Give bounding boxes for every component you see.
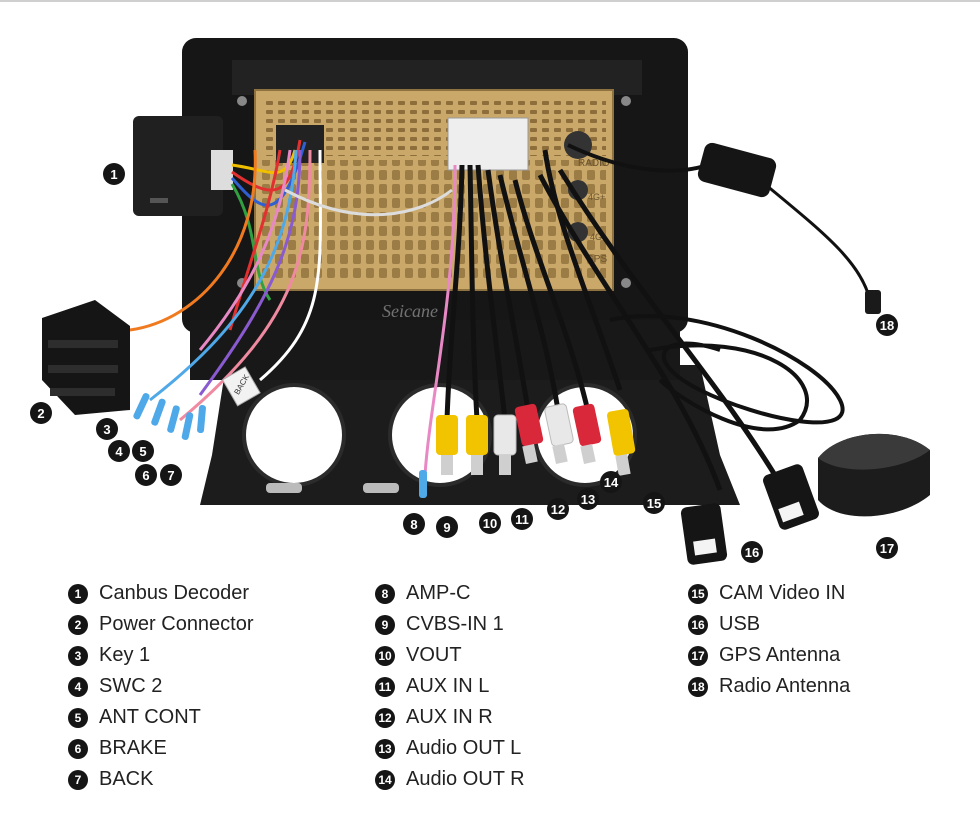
brand-watermark: Seicane (382, 301, 438, 321)
legend-num: 8 (375, 583, 395, 604)
callout-8: 8 (403, 513, 425, 535)
legend-num: 1 (68, 583, 88, 604)
legend-item: 11 AUX IN L (375, 671, 525, 702)
legend-num: 10 (375, 645, 395, 666)
legend-num: 17 (688, 645, 708, 666)
label-4g: 4G (590, 232, 602, 242)
legend-item: 8 AMP-C (375, 578, 525, 609)
legend-num: 9 (375, 614, 395, 635)
canbus-decoder-box (133, 116, 233, 216)
callout-4: 4 (108, 440, 130, 462)
legend-column-3: 15 CAM Video IN 16 USB 17 GPS Antenna 18 Rad… (688, 578, 850, 702)
legend-num: 11 (375, 676, 395, 697)
legend-item: 4 SWC 2 (68, 671, 254, 702)
callout-10: 10 (479, 512, 501, 534)
legend-num: 3 (68, 645, 88, 666)
legend-label: GPS Antenna (719, 644, 841, 666)
legend-item: 9 CVBS-IN 1 (375, 609, 525, 640)
power-connector (42, 300, 130, 415)
callout-2: 2 (30, 402, 52, 424)
legend-item: 10 VOUT (375, 640, 525, 671)
wire-harness (129, 139, 453, 422)
usb-plugs (680, 464, 819, 565)
legend-label: SWC 2 (99, 675, 163, 697)
legend-num: 13 (375, 738, 395, 759)
callout-7: 7 (160, 464, 182, 486)
legend-item: 18 Radio Antenna (688, 671, 850, 702)
callout-6: 6 (135, 464, 157, 486)
wire-tips: BACK (133, 366, 261, 440)
callout-17: 17 (876, 537, 898, 559)
legend-label: VOUT (406, 644, 462, 666)
legend-item: 12 AUX IN R (375, 702, 525, 733)
legend-label: Key 1 (99, 644, 151, 666)
label-4g-plus: 4G+ (588, 192, 605, 202)
legend-label: AUX IN R (406, 706, 493, 728)
legend-item: 13 Audio OUT L (375, 733, 525, 764)
legend-item: 7 BACK (68, 764, 254, 795)
legend-num: 2 (68, 614, 88, 635)
legend-label: AUX IN L (406, 675, 490, 697)
callout-5: 5 (132, 440, 154, 462)
legend-label: Audio OUT L (406, 737, 522, 759)
legend-label: BRAKE (99, 737, 167, 759)
legend-num: 18 (688, 676, 708, 697)
rca-plugs (419, 403, 636, 498)
callout-9: 9 (436, 516, 458, 538)
legend-label: ANT CONT (99, 706, 201, 728)
top-divider (0, 0, 980, 2)
callout-15: 15 (643, 492, 665, 514)
callout-11: 11 (511, 508, 533, 530)
legend-label: BACK (99, 768, 154, 790)
label-gps: GPS (586, 254, 607, 265)
callout-14: 14 (600, 471, 622, 493)
legend-num: 16 (688, 614, 708, 635)
legend-num: 14 (375, 769, 395, 790)
legend-item: 5 ANT CONT (68, 702, 254, 733)
legend-item: 17 GPS Antenna (688, 640, 850, 671)
legend-num: 15 (688, 583, 708, 604)
legend-label: AMP-C (406, 582, 471, 604)
legend-num: 4 (68, 676, 88, 697)
legend-num: 5 (68, 707, 88, 728)
legend-label: Power Connector (99, 613, 254, 635)
legend-num: 12 (375, 707, 395, 728)
legend-num: 6 (68, 738, 88, 759)
legend-label: Radio Antenna (719, 675, 851, 697)
legend-item: 14 Audio OUT R (375, 764, 525, 795)
legend-item: 15 CAM Video IN (688, 578, 850, 609)
gps-antenna-puck (818, 433, 930, 517)
callout-12: 12 (547, 498, 569, 520)
legend-label: Audio OUT R (406, 768, 525, 790)
legend-num: 7 (68, 769, 88, 790)
legend-item: 1 Canbus Decoder (68, 578, 254, 609)
legend-item: 2 Power Connector (68, 609, 254, 640)
label-radio: RADIO (578, 158, 610, 169)
head-unit-wiring-photo: RADIO 4G+ 4G GPS Seicane BACK (42, 38, 930, 565)
radio-antenna (697, 142, 881, 314)
legend-column-2: 8 AMP-C 9 CVBS-IN 1 10 VOUT 11 AUX IN L 12 AU… (375, 578, 525, 795)
callout-3: 3 (96, 418, 118, 440)
legend-label: Canbus Decoder (99, 582, 250, 604)
legend-label: USB (719, 613, 761, 635)
callout-13: 13 (577, 488, 599, 510)
legend-label: CAM Video IN (719, 582, 846, 604)
legend-item: 6 BRAKE (68, 733, 254, 764)
legend-label: CVBS-IN 1 (406, 613, 504, 635)
callout-18: 18 (876, 314, 898, 336)
callout-16: 16 (741, 541, 763, 563)
callout-1: 1 (103, 163, 125, 185)
legend-item: 3 Key 1 (68, 640, 254, 671)
legend-item: 16 USB (688, 609, 850, 640)
